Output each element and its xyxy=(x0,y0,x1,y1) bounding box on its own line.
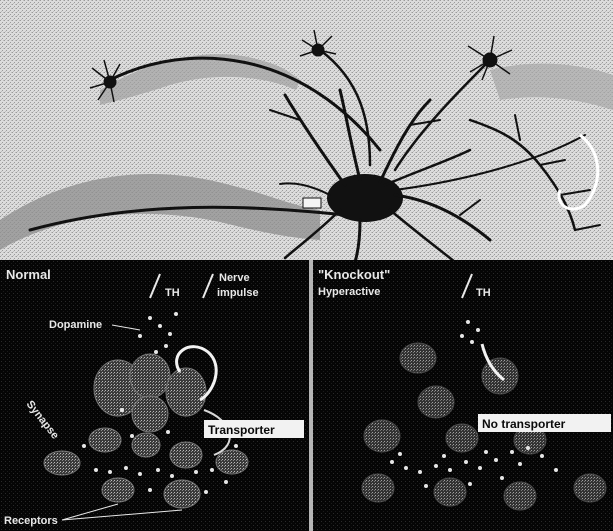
th-label-knockout: TH xyxy=(476,287,491,299)
receptors-label: Receptors xyxy=(4,515,58,527)
panel-normal: Normal TH Nerve impulse Dopamine Synapse… xyxy=(0,260,309,531)
nerve-label: Nerve xyxy=(219,272,250,284)
transporter-label: Transporter xyxy=(208,423,275,437)
panel-title-normal: Normal xyxy=(6,267,51,282)
th-label-normal: TH xyxy=(165,287,180,299)
dopamine-label: Dopamine xyxy=(49,319,102,331)
panel-knockout: "Knockout" Hyperactive TH No transporter xyxy=(313,260,613,531)
impulse-label: impulse xyxy=(217,287,259,299)
panel-title-knockout: "Knockout" xyxy=(318,267,390,282)
panel-subtitle-knockout: Hyperactive xyxy=(318,286,380,298)
panel-divider xyxy=(309,260,313,531)
no-transporter-label: No transporter xyxy=(482,417,566,431)
